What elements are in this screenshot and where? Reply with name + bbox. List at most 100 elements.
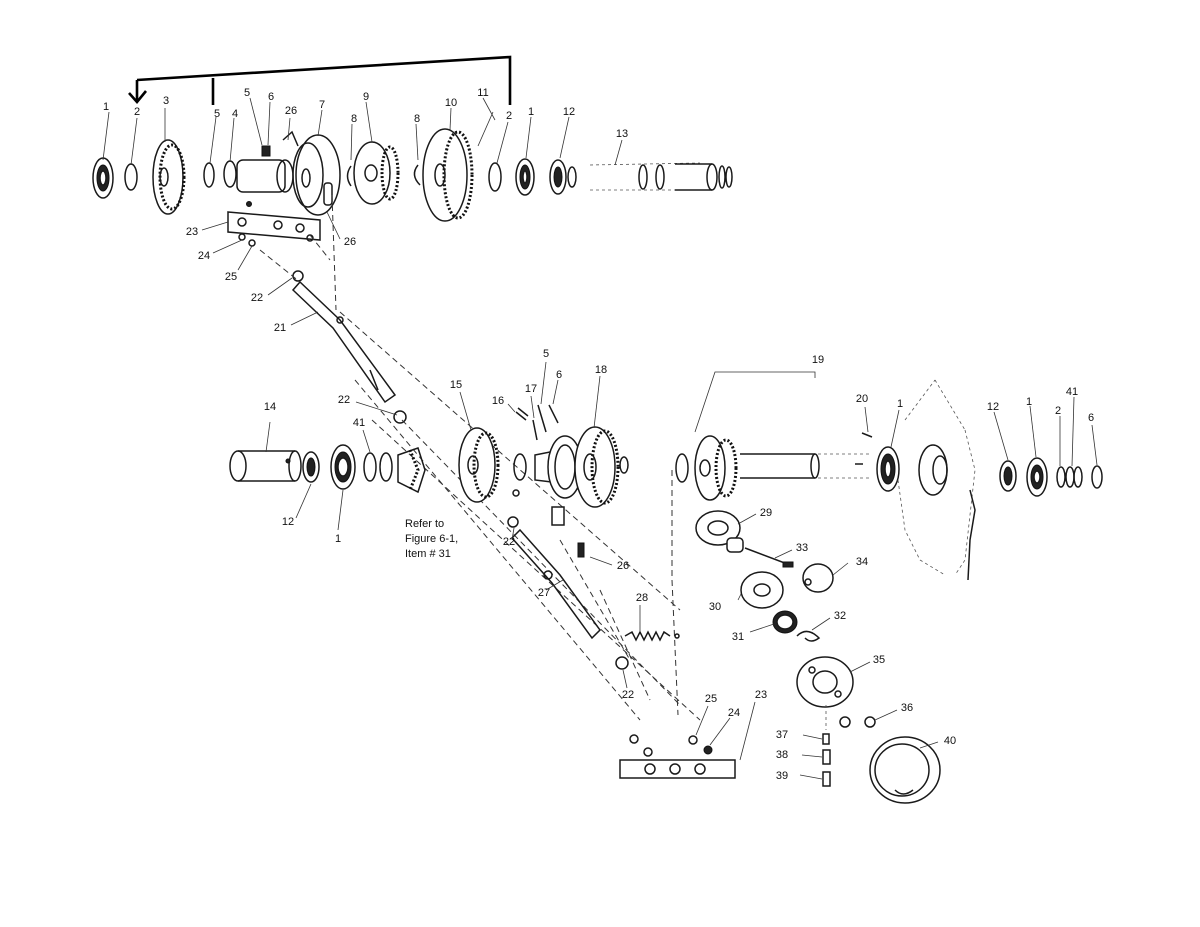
callout-5: 5 <box>244 87 250 99</box>
gear-15 <box>458 427 500 503</box>
callout-21: 21 <box>274 322 286 334</box>
upper-shaft-assembly <box>92 128 733 247</box>
part-32 <box>796 630 821 642</box>
callout-12: 12 <box>987 401 999 413</box>
callout-5: 5 <box>543 348 549 360</box>
reference-note-line-1: Refer to <box>405 518 444 530</box>
bearing-1-middle <box>330 444 356 490</box>
reference-note-line-2: Figure 6-1, <box>405 533 458 545</box>
reference-note-line-3: Item # 31 <box>405 548 451 560</box>
callout-labels: 1 2 3 5 4 5 6 26 7 9 8 8 10 11 2 1 12 13… <box>103 87 1094 782</box>
callout-6: 6 <box>1088 412 1094 424</box>
callout-39: 39 <box>776 770 788 782</box>
callout-34: 34 <box>856 556 868 568</box>
callout-41: 41 <box>1066 386 1078 398</box>
reference-note: Refer to Figure 6-1, Item # 31 <box>405 518 458 560</box>
callout-6: 6 <box>556 369 562 381</box>
callout-10: 10 <box>445 97 457 109</box>
callout-11: 11 <box>477 87 488 99</box>
callout-1: 1 <box>1026 396 1032 408</box>
callout-40: 40 <box>944 735 956 747</box>
housing-outline <box>897 379 976 581</box>
callout-4: 4 <box>232 108 238 120</box>
hub-6-26 <box>236 130 299 193</box>
callout-3: 3 <box>163 95 169 107</box>
callout-14: 14 <box>264 401 276 413</box>
part-35 <box>796 656 854 708</box>
key-17 <box>532 419 538 441</box>
bearing-1-top-right <box>515 158 535 196</box>
callout-26: 26 <box>617 560 629 572</box>
bearing-1-far-right <box>1026 457 1048 497</box>
ring-2-top-left <box>124 163 138 191</box>
shaft-13 <box>589 162 733 191</box>
callout-2: 2 <box>506 110 512 122</box>
ring-2-right <box>1056 466 1066 488</box>
callout-2: 2 <box>134 106 140 118</box>
shaft-19 <box>675 435 870 501</box>
callout-29: 29 <box>760 507 772 519</box>
bracket-23-upper <box>227 201 321 247</box>
callout-35: 35 <box>873 654 885 666</box>
ring-41-right-a <box>1065 466 1075 488</box>
callout-23: 23 <box>755 689 767 701</box>
callout-8: 8 <box>414 113 420 125</box>
callout-7: 7 <box>319 99 325 111</box>
ring-middle <box>513 453 527 481</box>
callout-5: 5 <box>214 108 220 120</box>
callout-26: 26 <box>344 236 356 248</box>
part-34 <box>802 563 834 593</box>
key-20 <box>855 432 873 465</box>
linkage-21 <box>291 270 407 424</box>
callout-24: 24 <box>728 707 740 719</box>
pin-6 <box>548 404 559 424</box>
top-bracket <box>128 55 512 105</box>
gear-18 <box>574 426 620 508</box>
callout-37: 37 <box>776 729 788 741</box>
linkage-27 <box>507 506 629 670</box>
callout-26: 26 <box>285 105 297 117</box>
callout-22: 22 <box>338 394 350 406</box>
middle-shaft-assembly <box>229 379 1103 581</box>
gear-9 <box>353 141 400 205</box>
callout-12: 12 <box>282 516 294 528</box>
part-30 <box>740 571 784 609</box>
callout-33: 33 <box>796 542 808 554</box>
ring-41-a <box>363 452 377 482</box>
ring-4 <box>223 160 237 188</box>
pin-5 <box>537 404 547 433</box>
construction-lines <box>259 194 701 721</box>
part-36 <box>839 716 876 728</box>
gear-3 <box>152 139 186 215</box>
callout-16: 16 <box>492 395 504 407</box>
callout-30: 30 <box>709 601 721 613</box>
gear-10 <box>422 128 474 222</box>
callout-9: 9 <box>363 91 369 103</box>
callout-22: 22 <box>503 536 515 548</box>
callout-6: 6 <box>268 91 274 103</box>
ring-41-b <box>379 452 393 482</box>
part-37-38-39 <box>822 705 831 787</box>
ring-2-top-right <box>488 162 502 192</box>
bearing-1-top-left <box>92 157 114 199</box>
ring-41-right-b <box>1073 466 1083 488</box>
callout-19: 19 <box>812 354 824 366</box>
ring-6-right <box>1091 465 1103 489</box>
callout-28: 28 <box>636 592 648 604</box>
spring-28 <box>624 630 680 642</box>
right-stack <box>695 510 941 804</box>
part-40 <box>869 736 941 804</box>
clutch-7 <box>292 134 341 216</box>
pin-16 <box>515 407 529 421</box>
callout-38: 38 <box>776 749 788 761</box>
ring-5-top <box>203 162 215 188</box>
bearing-1-right <box>876 446 900 492</box>
callout-2: 2 <box>1055 405 1061 417</box>
callout-22: 22 <box>622 689 634 701</box>
callout-22: 22 <box>251 292 263 304</box>
callout-31: 31 <box>732 631 744 643</box>
callout-1: 1 <box>528 106 534 118</box>
part-29 <box>695 510 744 553</box>
seal-12-middle <box>302 451 320 483</box>
